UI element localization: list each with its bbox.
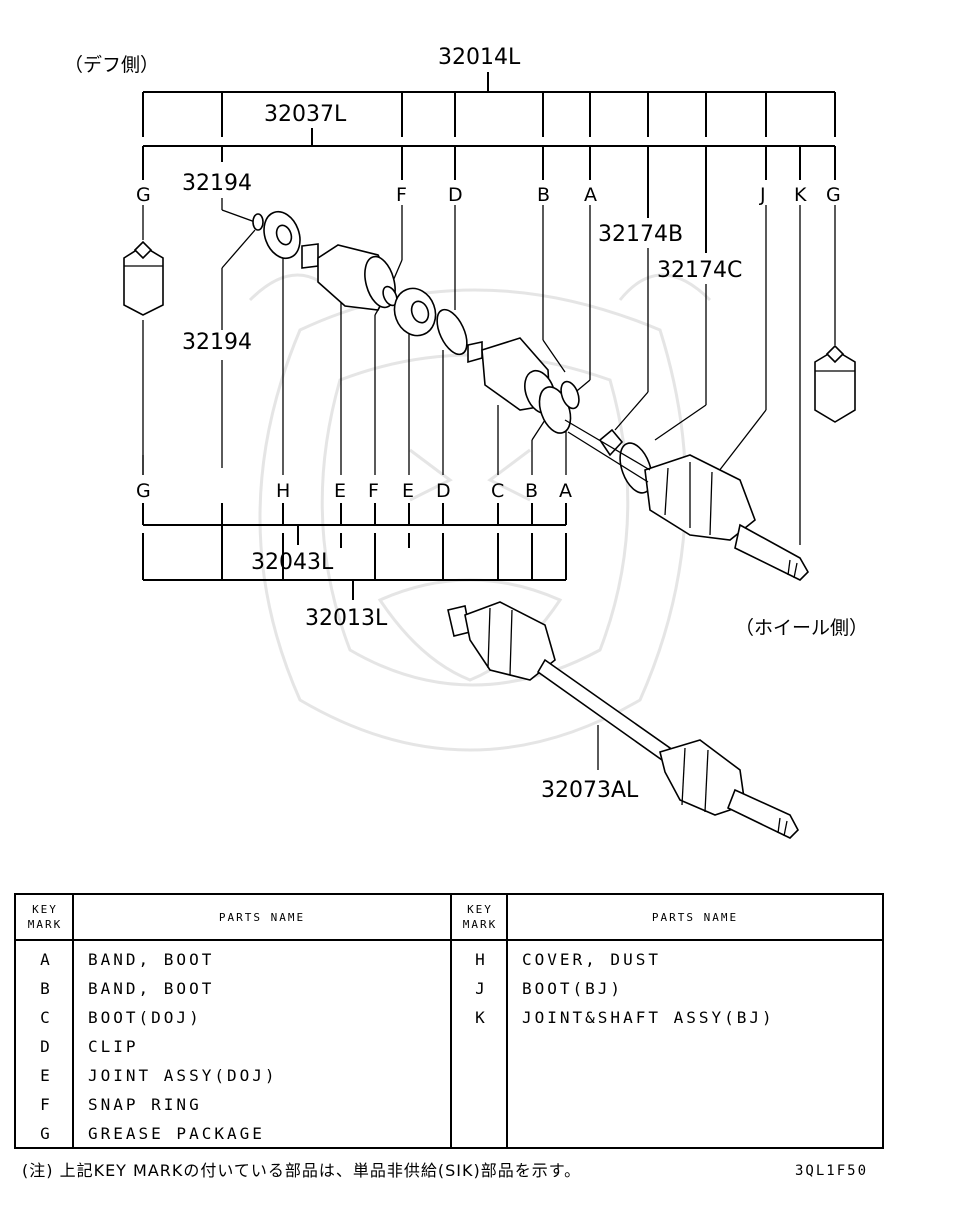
shaft-line-top [564, 419, 651, 483]
top-key-b: B [537, 184, 550, 206]
column-divider [72, 895, 74, 1147]
top-key-g-left: G [136, 184, 151, 206]
key-mark: K [475, 1008, 485, 1027]
part-number-32043L: 32043L [251, 550, 334, 575]
key-mark: F [40, 1095, 50, 1114]
part-name: CLIP [88, 1037, 139, 1056]
exploded-parts-diagram: （デフ側） （ホイール側） 32014L 32037L 32194 32194 … [64, 45, 868, 839]
part-number-32013L: 32013L [305, 606, 388, 631]
parts-name-header-left: PARTS NAME [74, 895, 450, 941]
boot-bj-bands [598, 428, 653, 494]
parts-table-right: KEY MARK PARTS NAME H COVER, DUST J BOOT(BJ… [452, 895, 882, 1147]
bracket-32043L-32013L [142, 503, 599, 770]
bottom-leader-lines [142, 229, 567, 475]
grease-package-left [123, 240, 164, 316]
key-header-word: KEY [467, 903, 493, 916]
diagram-code: 3QL1F50 [795, 1163, 869, 1179]
top-key-g-right: G [826, 184, 841, 206]
boot-bj [644, 454, 756, 541]
bottom-key-b: B [525, 480, 538, 502]
key-mark: E [40, 1066, 50, 1085]
part-number-32194-top: 32194 [182, 171, 252, 196]
half-divider [450, 895, 452, 1147]
bottom-key-d: D [436, 480, 451, 502]
key-mark: H [475, 950, 485, 969]
key-mark: B [40, 979, 50, 998]
key-mark: J [475, 979, 485, 998]
key-mark: G [40, 1124, 50, 1143]
part-number-32174B: 32174B [598, 222, 683, 247]
top-key-a: A [584, 184, 597, 206]
key-mark: A [40, 950, 50, 969]
bottom-key-f: F [368, 480, 379, 502]
bottom-key-c: C [491, 480, 504, 502]
bottom-key-g: G [136, 480, 151, 502]
diff-side-label: （デフ側） [64, 54, 159, 76]
parts-table: KEY MARK PARTS NAME A BAND, BOOT B BAND, BO… [14, 893, 884, 1149]
mark-header-word: MARK [462, 918, 498, 931]
clip [436, 308, 468, 356]
top-key-d: D [448, 184, 463, 206]
part-name: BOOT(DOJ) [88, 1008, 202, 1027]
key-mark-header-left: KEY MARK [16, 895, 74, 941]
key-mark-header-right: KEY MARK [452, 895, 508, 941]
key-mark: C [40, 1008, 50, 1027]
bottom-key-h: H [276, 480, 290, 502]
parts-table-left: KEY MARK PARTS NAME A BAND, BOOT B BAND, BO… [16, 895, 450, 1147]
mark-header-word: MARK [27, 918, 63, 931]
footnote: (注) 上記KEY MARKの付いている部品は、単品非供給(SIK)部品を示す。 [22, 1161, 582, 1180]
part-name: JOINT ASSY(DOJ) [88, 1066, 278, 1085]
band-boot [538, 380, 580, 434]
wheel-side-label: （ホイール側） [735, 617, 868, 639]
part-number-32037L: 32037L [264, 102, 347, 127]
top-key-f: F [396, 184, 407, 206]
bottom-key-e-2: E [402, 480, 414, 502]
part-number-32174C: 32174C [657, 258, 742, 283]
part-number-32194-mid: 32194 [182, 330, 252, 355]
top-key-k: K [794, 184, 807, 206]
dust-cover [263, 210, 301, 260]
part-name: BOOT(BJ) [522, 979, 624, 998]
bottom-key-e-1: E [334, 480, 346, 502]
part-name: GREASE PACKAGE [88, 1124, 265, 1143]
grease-package-right [814, 344, 856, 423]
small-washer-32194 [252, 213, 264, 231]
key-header-word: KEY [32, 903, 58, 916]
column-divider [506, 895, 508, 1147]
part-name: COVER, DUST [522, 950, 661, 969]
bracket-32014L [142, 72, 836, 137]
inner-race [393, 287, 437, 337]
part-name: SNAP RING [88, 1095, 202, 1114]
complete-drive-shaft-32073AL [447, 601, 799, 839]
part-number-32073AL: 32073AL [541, 778, 639, 803]
bracket-32037L [142, 128, 836, 253]
part-name: BAND, BOOT [88, 979, 215, 998]
part-name: BAND, BOOT [88, 950, 215, 969]
key-mark: D [40, 1037, 50, 1056]
top-key-j: J [759, 184, 766, 206]
joint-shaft-assy-bj [734, 523, 809, 581]
bottom-key-a: A [559, 480, 572, 502]
part-number-32014L: 32014L [438, 45, 521, 70]
parts-name-header-right: PARTS NAME [508, 895, 882, 941]
part-name: JOINT&SHAFT ASSY(BJ) [522, 1008, 775, 1027]
